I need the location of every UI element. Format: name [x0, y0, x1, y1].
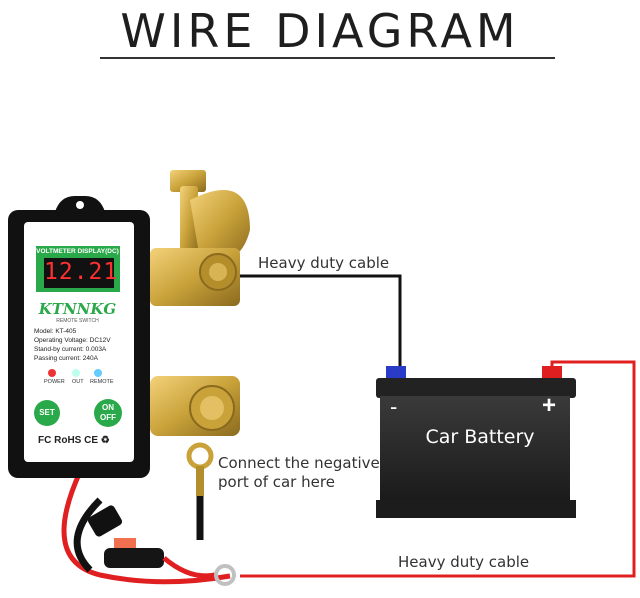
bottom-battery-terminal: [150, 376, 240, 436]
voltmeter-header: VOLTMETER DISPLAY(DC): [36, 248, 119, 255]
diagram-title: WIRE DIAGRAM: [120, 4, 520, 58]
negative-lead: [186, 442, 214, 540]
certification-marks: FC RoHS CE ♻: [38, 435, 110, 446]
brand-logo-text: KTNNKG: [38, 300, 117, 318]
led-power-label: POWER: [44, 379, 65, 385]
battery-label: Car Battery: [425, 426, 535, 448]
top-battery-terminal: [150, 170, 250, 306]
spec-standby: Stand-by current: 0.003A: [34, 346, 107, 353]
top-cable-label: Heavy duty cable: [258, 254, 390, 272]
battery-plus-sign: +: [542, 392, 557, 419]
on-label: ON: [102, 403, 114, 412]
set-button-circle: [34, 400, 60, 426]
onoff-button-circle: [94, 399, 122, 427]
spec-voltage: Operating Voltage: DC12V: [34, 337, 111, 344]
car-battery: [376, 366, 576, 518]
battery-minus-sign: -: [390, 394, 398, 419]
bottom-cable-label: Heavy duty cable: [398, 553, 530, 571]
led-remote-label: REMOTE: [90, 379, 114, 385]
negative-instruction-line1: Connect the negative: [218, 454, 380, 472]
led-remote-dot: [94, 369, 102, 377]
voltmeter-value: 12.21: [44, 259, 119, 285]
led-out-label: OUT: [72, 379, 84, 385]
title-underline: [100, 57, 555, 59]
spec-model: Model: KT-405: [34, 328, 77, 335]
fuse-wire: [61, 470, 236, 586]
brand-subtitle: REMOTE SWITCH: [56, 318, 99, 324]
off-label: OFF: [100, 413, 116, 422]
set-button[interactable]: SET: [39, 408, 55, 417]
negative-instruction-line2: port of car here: [218, 473, 335, 491]
black-cable: [240, 274, 402, 372]
remote-switch-module: [8, 196, 150, 478]
spec-passing: Passing current: 240A: [34, 355, 98, 362]
led-out-dot: [72, 369, 80, 377]
led-power-dot: [48, 369, 56, 377]
